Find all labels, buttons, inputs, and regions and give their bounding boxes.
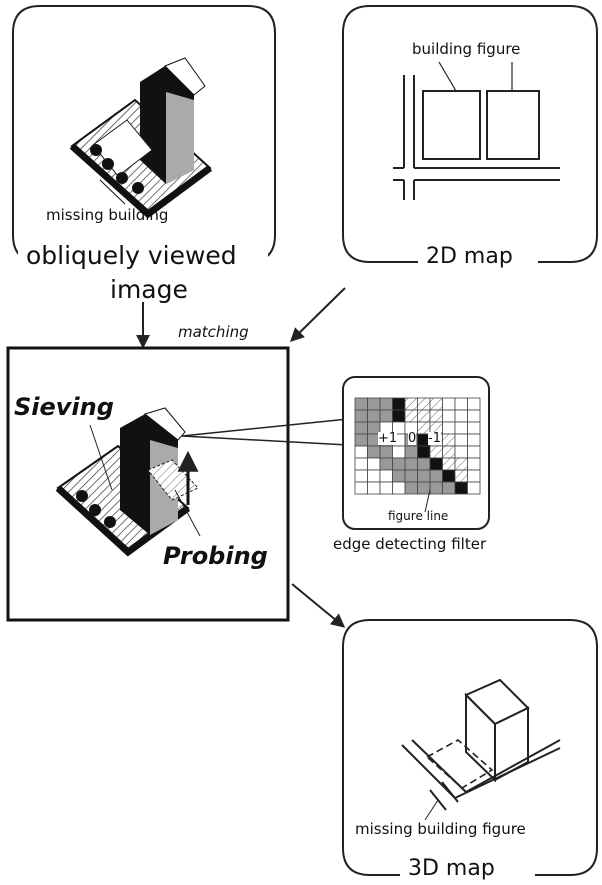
filter-cell xyxy=(417,409,431,423)
filter-cell xyxy=(379,469,393,483)
missing-building-label: missing building xyxy=(46,206,169,224)
filter-cell xyxy=(392,469,406,483)
filter-cell xyxy=(417,469,431,483)
filter-cell xyxy=(379,445,393,459)
filter-cell xyxy=(442,409,456,423)
filter-cell xyxy=(354,469,368,483)
sieving-label: Sieving xyxy=(14,393,114,421)
filter-cell xyxy=(429,409,443,423)
filter-cell xyxy=(379,457,393,471)
filter-cell xyxy=(367,409,381,423)
filter-plus-label: +1 xyxy=(378,431,398,446)
filter-cell xyxy=(367,397,381,411)
filter-cell xyxy=(442,457,456,471)
filter-cell xyxy=(467,397,481,411)
filter-cell xyxy=(354,409,368,423)
filter-cell xyxy=(454,397,468,411)
filter-cell xyxy=(392,397,406,411)
filter-cell xyxy=(354,457,368,471)
filter-cell xyxy=(454,481,468,495)
arrow-matching-to-3d xyxy=(291,583,346,628)
filter-cell xyxy=(467,457,481,471)
edge-filter-grid xyxy=(354,397,481,513)
filter-cell xyxy=(367,457,381,471)
filter-cell xyxy=(429,469,443,483)
filter-cell xyxy=(392,481,406,495)
filter-cell xyxy=(404,469,418,483)
image-label: image xyxy=(110,275,188,304)
map-2d-panel xyxy=(342,5,598,263)
filter-cell xyxy=(404,397,418,411)
filter-cell xyxy=(442,421,456,435)
filter-cell xyxy=(354,445,368,459)
filter-cell xyxy=(429,397,443,411)
filter-cell xyxy=(454,445,468,459)
filter-cell xyxy=(404,445,418,459)
filter-cell xyxy=(392,457,406,471)
filter-cell xyxy=(467,469,481,483)
filter-cell xyxy=(367,481,381,495)
filter-cell xyxy=(454,421,468,435)
filter-cell xyxy=(354,433,368,447)
filter-cell xyxy=(429,457,443,471)
filter-cell xyxy=(354,481,368,495)
filter-cell xyxy=(367,469,381,483)
filter-cell xyxy=(404,409,418,423)
filter-cell xyxy=(417,397,431,411)
filter-cell xyxy=(467,481,481,495)
matching-label: matching xyxy=(178,323,249,341)
arrow-map-to-matching xyxy=(290,287,346,342)
filter-cell xyxy=(442,397,456,411)
filter-cell xyxy=(454,433,468,447)
filter-cell xyxy=(429,481,443,495)
obliquely-viewed-label: obliquely viewed xyxy=(26,241,237,270)
filter-cell xyxy=(429,445,443,459)
filter-cell xyxy=(467,433,481,447)
matching-box xyxy=(6,346,290,622)
filter-cell xyxy=(454,469,468,483)
filter-minus-label: -1 xyxy=(428,431,441,446)
probing-label: Probing xyxy=(163,542,268,570)
filter-cell xyxy=(454,457,468,471)
map-2d-drawing xyxy=(393,61,560,200)
filter-cell xyxy=(442,469,456,483)
filter-cell xyxy=(467,409,481,423)
filter-cell xyxy=(417,481,431,495)
map-3d-panel xyxy=(342,619,598,876)
filter-cell xyxy=(367,445,381,459)
filter-cell xyxy=(467,445,481,459)
filter-cell xyxy=(392,409,406,423)
oblique-city-illustration xyxy=(69,57,213,219)
building-figure-label: building figure xyxy=(412,40,521,58)
filter-cell xyxy=(379,481,393,495)
filter-cell xyxy=(379,409,393,423)
sieving-probing-illustration xyxy=(55,407,201,557)
filter-cell xyxy=(442,445,456,459)
filter-zero-label: 0 xyxy=(408,431,417,446)
figure-line-label: figure line xyxy=(388,509,449,523)
map-3d-title: 3D map xyxy=(408,856,495,881)
filter-cell xyxy=(392,445,406,459)
filter-cell xyxy=(417,457,431,471)
edge-filter-label: edge detecting filter xyxy=(333,535,487,553)
map-3d-drawing xyxy=(401,678,561,821)
filter-cell xyxy=(379,397,393,411)
filter-cell xyxy=(404,457,418,471)
filter-cell xyxy=(404,481,418,495)
figure-line-pointer xyxy=(424,489,431,513)
filter-cell xyxy=(467,421,481,435)
missing-building-figure-label: missing building figure xyxy=(355,820,526,838)
filter-cell xyxy=(354,421,368,435)
filter-cell xyxy=(442,481,456,495)
filter-cell xyxy=(454,409,468,423)
filter-cell xyxy=(442,433,456,447)
map-2d-title: 2D map xyxy=(426,244,513,269)
filter-cell xyxy=(417,445,431,459)
filter-cell xyxy=(354,397,368,411)
